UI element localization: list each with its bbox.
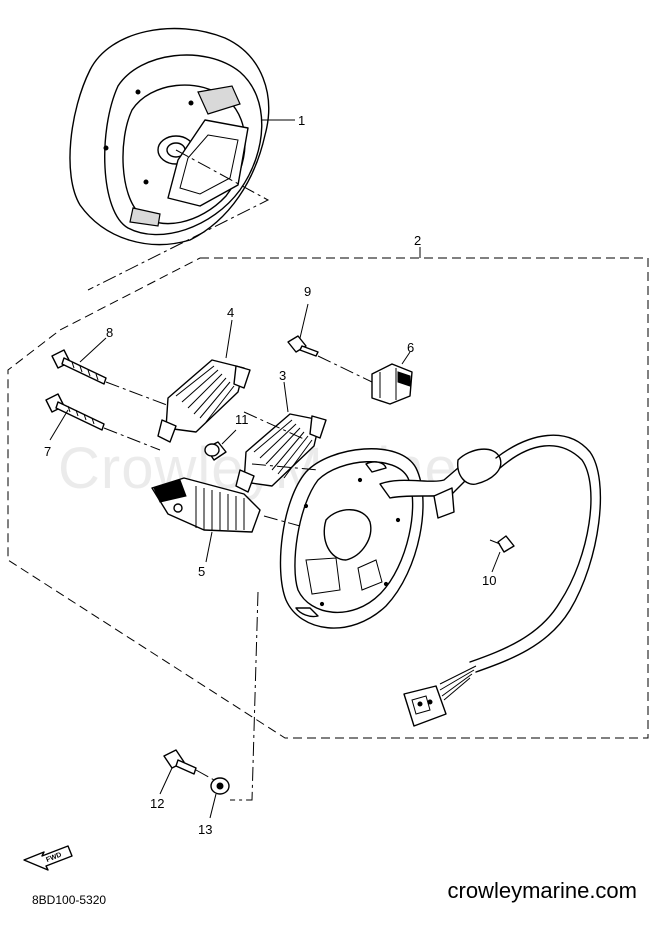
part-11-collar [204,441,227,461]
fwd-arrow-icon: FWD [23,845,73,871]
part-4-charge-coil [157,359,251,443]
part-6-clamp [371,363,413,405]
callout-9: 9 [304,284,311,299]
callout-4: 4 [227,305,234,320]
callout-5: 5 [198,564,205,579]
callout-13: 13 [198,822,212,837]
part-5-pulser-coil [151,477,261,533]
part-code: 8BD100-5320 [32,893,107,907]
part-12-screw [163,749,197,775]
callout-11: 11 [235,412,249,427]
callout-8: 8 [106,325,113,340]
callout-3: 3 [279,368,286,383]
part-1-flywheel [69,27,270,291]
callout-12: 12 [150,796,164,811]
part-9-screw [287,335,319,357]
part-10-screw [489,535,515,553]
part-13-washer [210,777,230,795]
callout-2: 2 [414,233,421,248]
site-url: crowleymarine.com [447,878,638,903]
callout-6: 6 [407,340,414,355]
callout-7: 7 [44,444,51,459]
wire-harness [379,434,602,727]
part-2-stator-assembly-outline [7,247,649,739]
part-8-flange-bolt [51,349,107,385]
callout-10: 10 [482,573,496,588]
callout-1: 1 [298,113,305,128]
part-3-lighting-coil [235,413,327,493]
part-7-bolt [45,393,105,431]
